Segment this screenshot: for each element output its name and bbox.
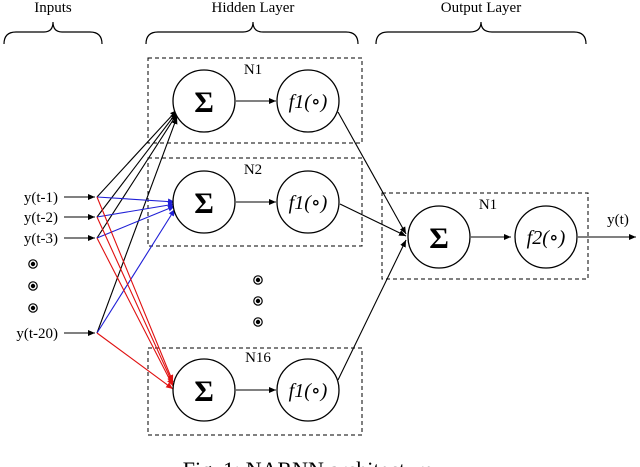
hidden-layer-header: Hidden Layer (212, 0, 295, 16)
n2-sum-node (172, 170, 236, 234)
hidden-neuron-n16-label: N16 (245, 350, 271, 366)
n16-sum-node (172, 358, 236, 422)
figure-caption: Fig. 1: NARNN architecture (183, 457, 434, 467)
output-sum-node (407, 205, 471, 269)
input-stubs (64, 194, 95, 336)
n1-sum-node (172, 69, 236, 133)
output-layer-brace (375, 21, 587, 45)
output-activation-label: f2(∘) (527, 227, 566, 249)
output-label: y(t) (607, 212, 629, 228)
hidden-neuron-n1-label: N1 (244, 62, 262, 78)
inputs-header: Inputs (34, 0, 72, 16)
n1-activation-label: f1(∘) (289, 91, 328, 113)
n1-activation-node (276, 69, 340, 133)
output-sum-symbol: Σ (429, 222, 449, 255)
n2-activation-node (276, 170, 340, 234)
hidden-ellipsis-icon (253, 275, 263, 327)
hidden-layer-brace (145, 21, 359, 45)
input-label-t-2: y(t-2) (24, 210, 58, 226)
output-neuron-box (381, 192, 589, 280)
output-layer-header: Output Layer (441, 0, 521, 16)
hidden-neuron-n2-label: N2 (244, 162, 262, 178)
connections-to-n16 (96, 196, 174, 390)
hidden-neuron-n16-box (147, 347, 363, 436)
n16-activation-label: f1(∘) (289, 380, 328, 402)
input-ellipsis-icon (28, 259, 38, 313)
connections-to-n1 (96, 109, 178, 334)
hidden-to-output-connections (337, 111, 407, 381)
input-label-t-20: y(t-20) (16, 326, 58, 342)
n1-sum-symbol: Σ (194, 86, 214, 119)
n2-sum-symbol: Σ (194, 187, 214, 220)
hidden-neuron-n1-box (147, 57, 363, 144)
n16-activation-node (276, 358, 340, 422)
n16-sum-symbol: Σ (194, 375, 214, 408)
inputs-brace (3, 21, 103, 45)
connections-to-n2 (96, 196, 176, 334)
n2-activation-label: f1(∘) (289, 192, 328, 214)
output-activation-node (514, 205, 578, 269)
hidden-neuron-n2-box (147, 157, 363, 247)
input-label-t-3: y(t-3) (24, 231, 58, 247)
input-label-t-1: y(t-1) (24, 190, 58, 206)
output-neuron-label: N1 (479, 197, 497, 213)
